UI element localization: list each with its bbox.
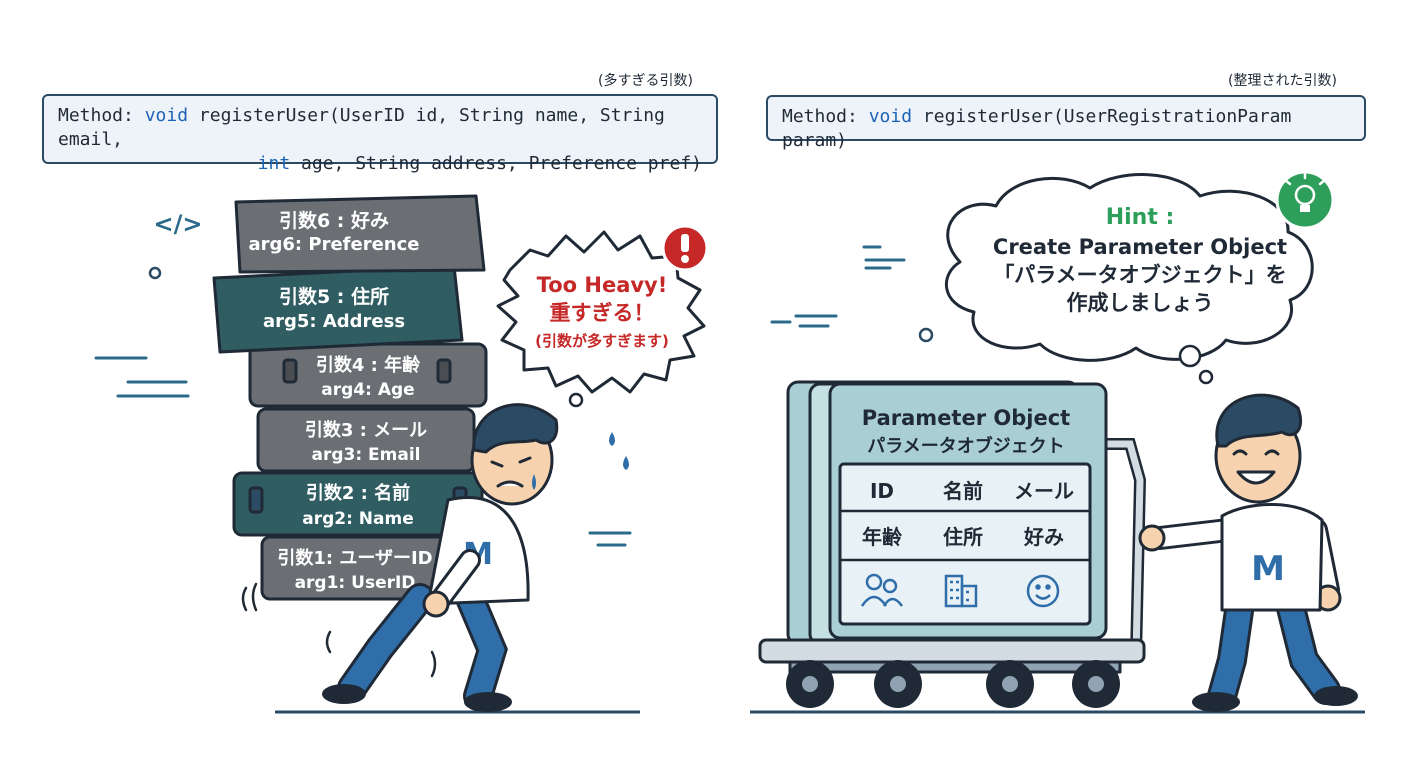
code-prefix: Method: [782,106,869,127]
shirt-logo-right: M [1251,549,1285,589]
suitcase-3: 引数3 : メール arg3: Email [256,407,476,473]
suitcase-5-jp-label: 引数5 : 住所 [279,285,389,308]
bubble-line-2: 重すぎる！ [550,301,655,325]
suitcase-4: 引数4 : 年齢 arg4: Age [248,342,488,408]
parameter-object-board: Parameter Object パラメータオブジェクト ID 名前 メール 年… [828,382,1108,640]
hint-line-2: 「パラメータオブジェクト」を [993,263,1286,287]
bubble-line-3: (引数が多すぎます) [535,332,669,350]
board-cell-address: 住所 [943,525,983,549]
hint-label: Hint : [1106,205,1175,230]
smiley-icon [1026,574,1060,608]
bubble-line-1: Too Heavy! [537,273,668,297]
board-subtitle: パラメータオブジェクト [867,435,1064,457]
deco-circle [148,266,162,280]
left-caption: (多すぎる引数) [598,73,693,89]
suitcase-2-jp-label: 引数2 : 名前 [306,482,410,504]
speed-lines-right [770,245,906,328]
code-brackets-icon: </> [154,210,203,238]
board-cell-age: 年齢 [862,525,903,549]
thought-dot-2 [1198,369,1214,385]
right-caption: (整理された引数) [1228,73,1337,89]
code-text: age, String address, Preference pref) [290,153,702,174]
right-code-line-1: Method: void registerUser(UserRegistrati… [782,105,1350,153]
code-keyword-int: int [257,153,291,174]
stressed-man: M [241,403,629,712]
users-icon [860,573,904,607]
left-code-line-2: int age, String address, Preference pref… [58,152,702,176]
left-code-box: Method: void registerUser(UserID id, Str… [42,94,718,174]
hint-line-1: Create Parameter Object [993,235,1287,259]
too-heavy-bubble: Too Heavy! 重すぎる！ (引数が多すぎます) [496,230,706,394]
board-cell-preference: 好み [1023,525,1064,549]
suitcase-3-jp-label: 引数3 : メール [305,419,427,441]
happy-man: M [1138,393,1358,712]
suitcase-2-en-label: arg2: Name [302,509,414,529]
suitcase-1-jp-label: 引数1: ユーザーID [277,547,432,569]
code-prefix: Method: [58,105,145,126]
board-cell-name: 名前 [943,479,983,503]
thought-dot-1 [1178,344,1202,368]
board-cell-email: メール [1014,479,1074,503]
left-code-line-1: Method: void registerUser(UserID id, Str… [58,104,702,152]
svg-text:</>: </> [154,210,203,238]
code-text: registerUser(UserID id, String name, Str… [58,105,665,150]
code-keyword-void: void [868,106,913,127]
suitcase-6-jp-label: 引数6 : 好み [279,209,389,232]
suitcase-6-en-label: arg6: Preference [249,234,420,255]
speed-lines-left [94,356,190,398]
code-keyword-void: void [144,105,189,126]
board-cell-id: ID [870,479,894,503]
board-title: Parameter Object [862,406,1070,430]
suitcase-4-en-label: arg4: Age [321,380,414,400]
suitcase-3-en-label: arg3: Email [311,445,420,465]
right-code-box: Method: void registerUser(UserRegistrati… [766,95,1366,151]
building-icon [944,574,978,608]
code-text: registerUser(UserRegistrationParam param… [782,106,1292,151]
suitcase-1-en-label: arg1: UserID [295,573,416,593]
hint-line-3: 作成しましょう [1067,291,1214,315]
suitcase-5-en-label: arg5: Address [263,311,405,332]
suitcase-5: 引数5 : 住所 arg5: Address [212,264,464,354]
hint-thought-cloud: Hint : Create Parameter Object 「パラメータオブジ… [944,173,1314,362]
speed-lines-mid [588,531,632,547]
bubble-tail-dot [568,392,584,408]
suitcase-4-jp-label: 引数4 : 年齢 [316,354,421,376]
exclamation-icon [661,224,709,272]
deco-circle-right [918,327,934,343]
suitcase-2: 引数2 : 名前 arg2: Name [232,471,484,537]
lightbulb-icon [1275,170,1335,230]
suitcase-6: 引数6 : 好み arg6: Preference [234,194,486,274]
